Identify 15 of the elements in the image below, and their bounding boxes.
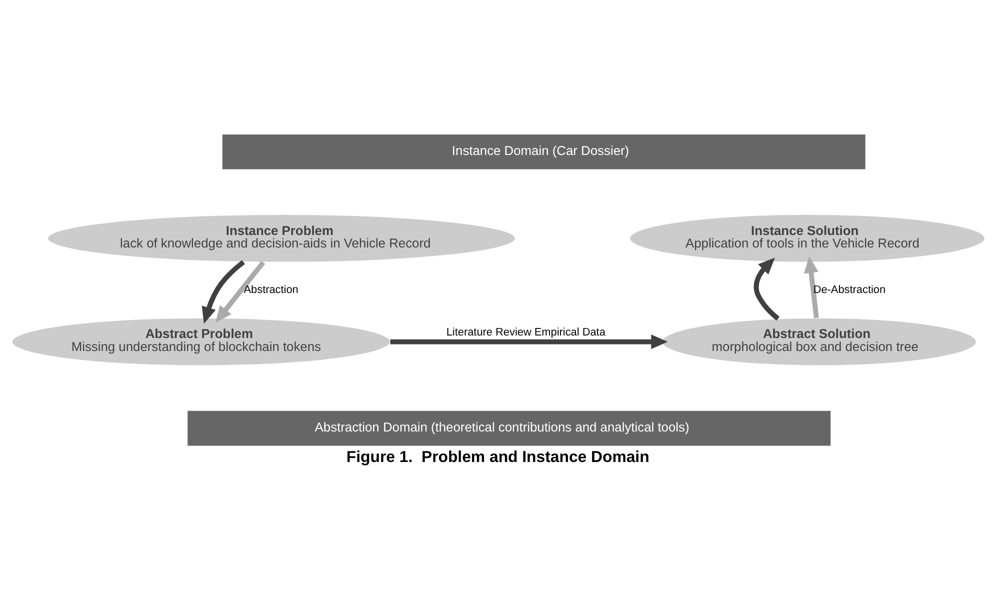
edge-label: Literature Review Empirical Data: [446, 326, 606, 338]
arrow: [390, 334, 668, 349]
caption: Figure 1. Problem and Instance Domain: [346, 448, 650, 466]
arrow: [804, 256, 819, 318]
node-ellipse: Instance Problem lack of knowledge and decision-aids in Vehicle Record: [47, 213, 516, 262]
edge-label: De-Abstraction: [813, 283, 886, 296]
node-ellipse: Abstract Solution morphological box and decision tree: [661, 316, 977, 366]
node-box: Instance Domain (Car Dossier): [221, 132, 866, 170]
arrow: [215, 260, 266, 322]
arrow: [754, 257, 780, 320]
node-ellipse: Instance Solution Application of tools in the Vehicle Record: [629, 213, 986, 262]
arrow: [202, 260, 245, 324]
edge-label: Abstraction: [244, 283, 298, 296]
node-box: Abstraction Domain (theoretical contributions and analytical tools): [186, 409, 832, 446]
node-ellipse: Abstract Problem Missing understanding of blockchain tokens: [11, 316, 391, 366]
